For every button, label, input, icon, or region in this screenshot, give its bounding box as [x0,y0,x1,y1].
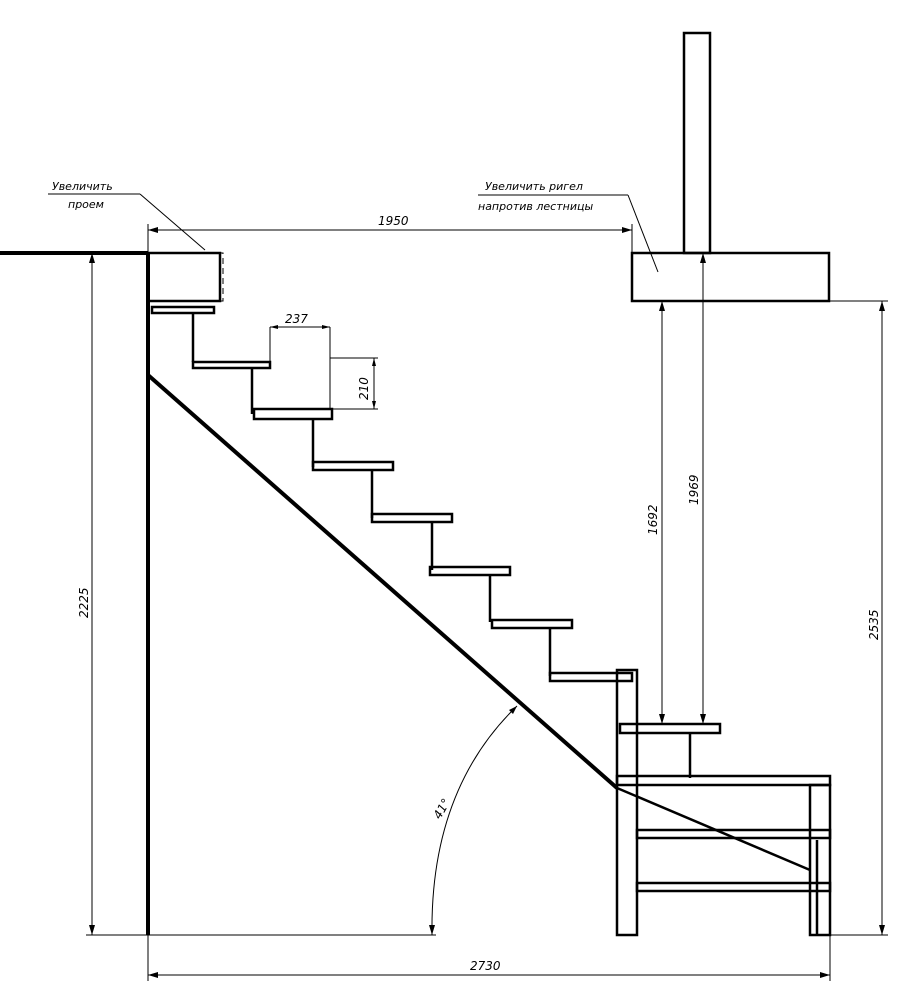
tread-4 [311,460,395,472]
dim-clearance-2: 1969 [687,253,706,724]
opening-edge-block [146,251,222,303]
tread-2 [191,360,272,370]
note-left-line2: проем [68,198,104,211]
tread-8 [548,671,634,683]
crossbeam [630,251,831,303]
dim-left-height: 2225 [77,252,436,936]
dim-left-height-label: 2225 [77,587,91,618]
tread-9 [618,722,722,735]
dim-angle: 41° [429,705,518,936]
dim-riser-height-label: 210 [357,377,371,400]
dim-tread-depth-label: 237 [285,312,308,326]
frame-post-left [615,668,639,937]
dim-clearance-1: 1692 [646,301,665,724]
tread-1 [150,305,216,315]
stair-stringer [146,373,619,790]
frame-top-beam [615,774,832,787]
note-right-line2: напротив лестницы [478,200,593,213]
dim-total-length: 2730 [147,935,831,981]
dim-tread-depth: 237 [269,312,331,409]
note-left-line1: Увеличить [52,180,113,193]
dim-top-opening-label: 1950 [378,214,409,228]
dim-top-opening: 1950 [147,214,633,253]
tread-7 [490,618,574,630]
opening-enlarge-zone [147,252,224,302]
stair-steps [150,305,634,683]
dim-right-height-label: 2535 [867,609,881,640]
dim-right-height: 2535 [829,300,888,936]
column [682,31,712,255]
frame-post-right [808,783,832,937]
dim-angle-label: 41° [430,796,453,821]
note-enlarge-beam: Увеличить ригел напротив лестницы [478,180,659,273]
support-frame [615,668,832,937]
frame-mid-beam [635,828,832,840]
note-right-line1: Увеличить ригел [485,180,583,193]
dim-clearance-1-label: 1692 [646,504,660,535]
dim-total-length-label: 2730 [470,959,501,973]
dim-riser-height: 210 [330,357,378,410]
dim-clearance-2-label: 1969 [687,474,701,505]
tread-5 [370,512,454,524]
tread-3 [252,407,334,421]
frame-low-beam [635,881,832,893]
note-enlarge-opening: Увеличить проем [48,180,206,251]
tread-6 [428,565,512,577]
